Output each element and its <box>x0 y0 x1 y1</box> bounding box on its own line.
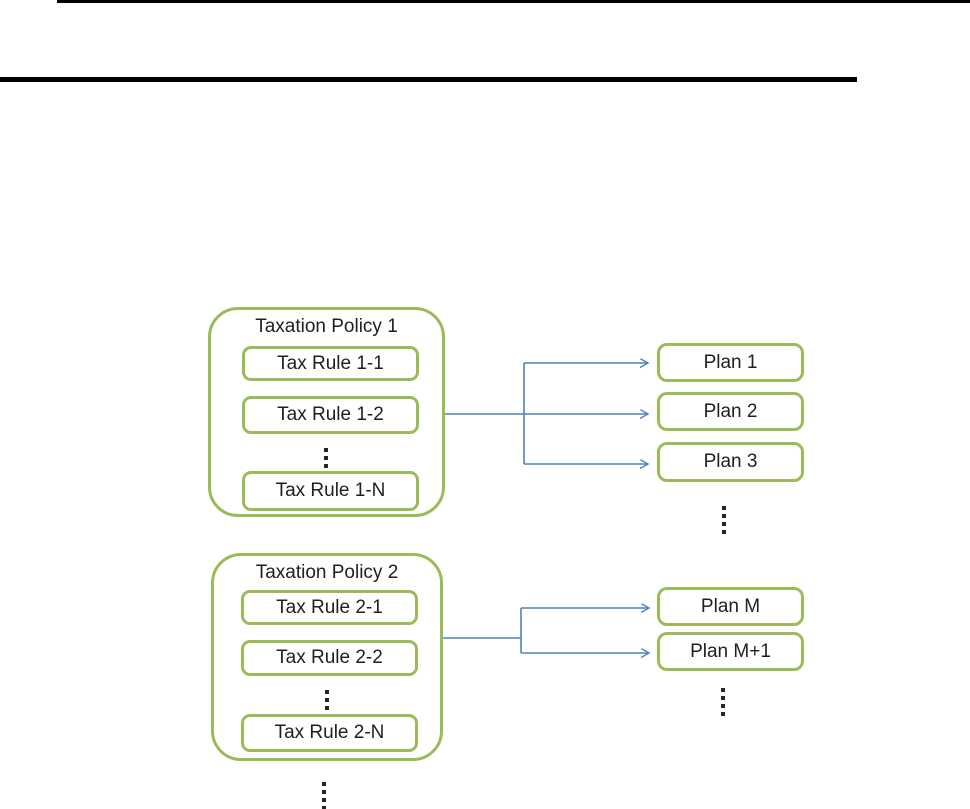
plan-box: Plan 2 <box>657 392 804 431</box>
plan-box: Plan 1 <box>657 343 804 382</box>
vertical-ellipsis <box>322 782 326 809</box>
tax-rule-box: Tax Rule 1-1 <box>242 346 419 381</box>
vertical-ellipsis <box>324 448 328 476</box>
plan-box: Plan M+1 <box>657 632 804 671</box>
taxation-policy-2-group: Taxation Policy 2 Tax Rule 2-1 Tax Rule … <box>211 553 443 761</box>
vertical-ellipsis <box>325 690 329 718</box>
header-divider-rule <box>0 77 857 82</box>
plan-box: Plan M <box>657 587 804 626</box>
policy-2-title: Taxation Policy 2 <box>255 562 399 583</box>
tax-rule-box: Tax Rule 2-2 <box>241 640 418 676</box>
top-page-rule <box>57 0 970 3</box>
tax-rule-box: Tax Rule 1-N <box>242 471 419 511</box>
vertical-ellipsis <box>722 506 726 534</box>
tax-rule-box: Tax Rule 2-N <box>241 714 418 752</box>
tax-rule-box: Tax Rule 1-2 <box>242 396 419 434</box>
vertical-ellipsis <box>721 688 725 716</box>
taxation-policy-1-group: Taxation Policy 1 Tax Rule 1-1 Tax Rule … <box>208 307 445 517</box>
policy-1-title: Taxation Policy 1 <box>255 316 398 337</box>
plan-box: Plan 3 <box>657 442 804 482</box>
tax-rule-box: Tax Rule 2-1 <box>241 590 418 625</box>
